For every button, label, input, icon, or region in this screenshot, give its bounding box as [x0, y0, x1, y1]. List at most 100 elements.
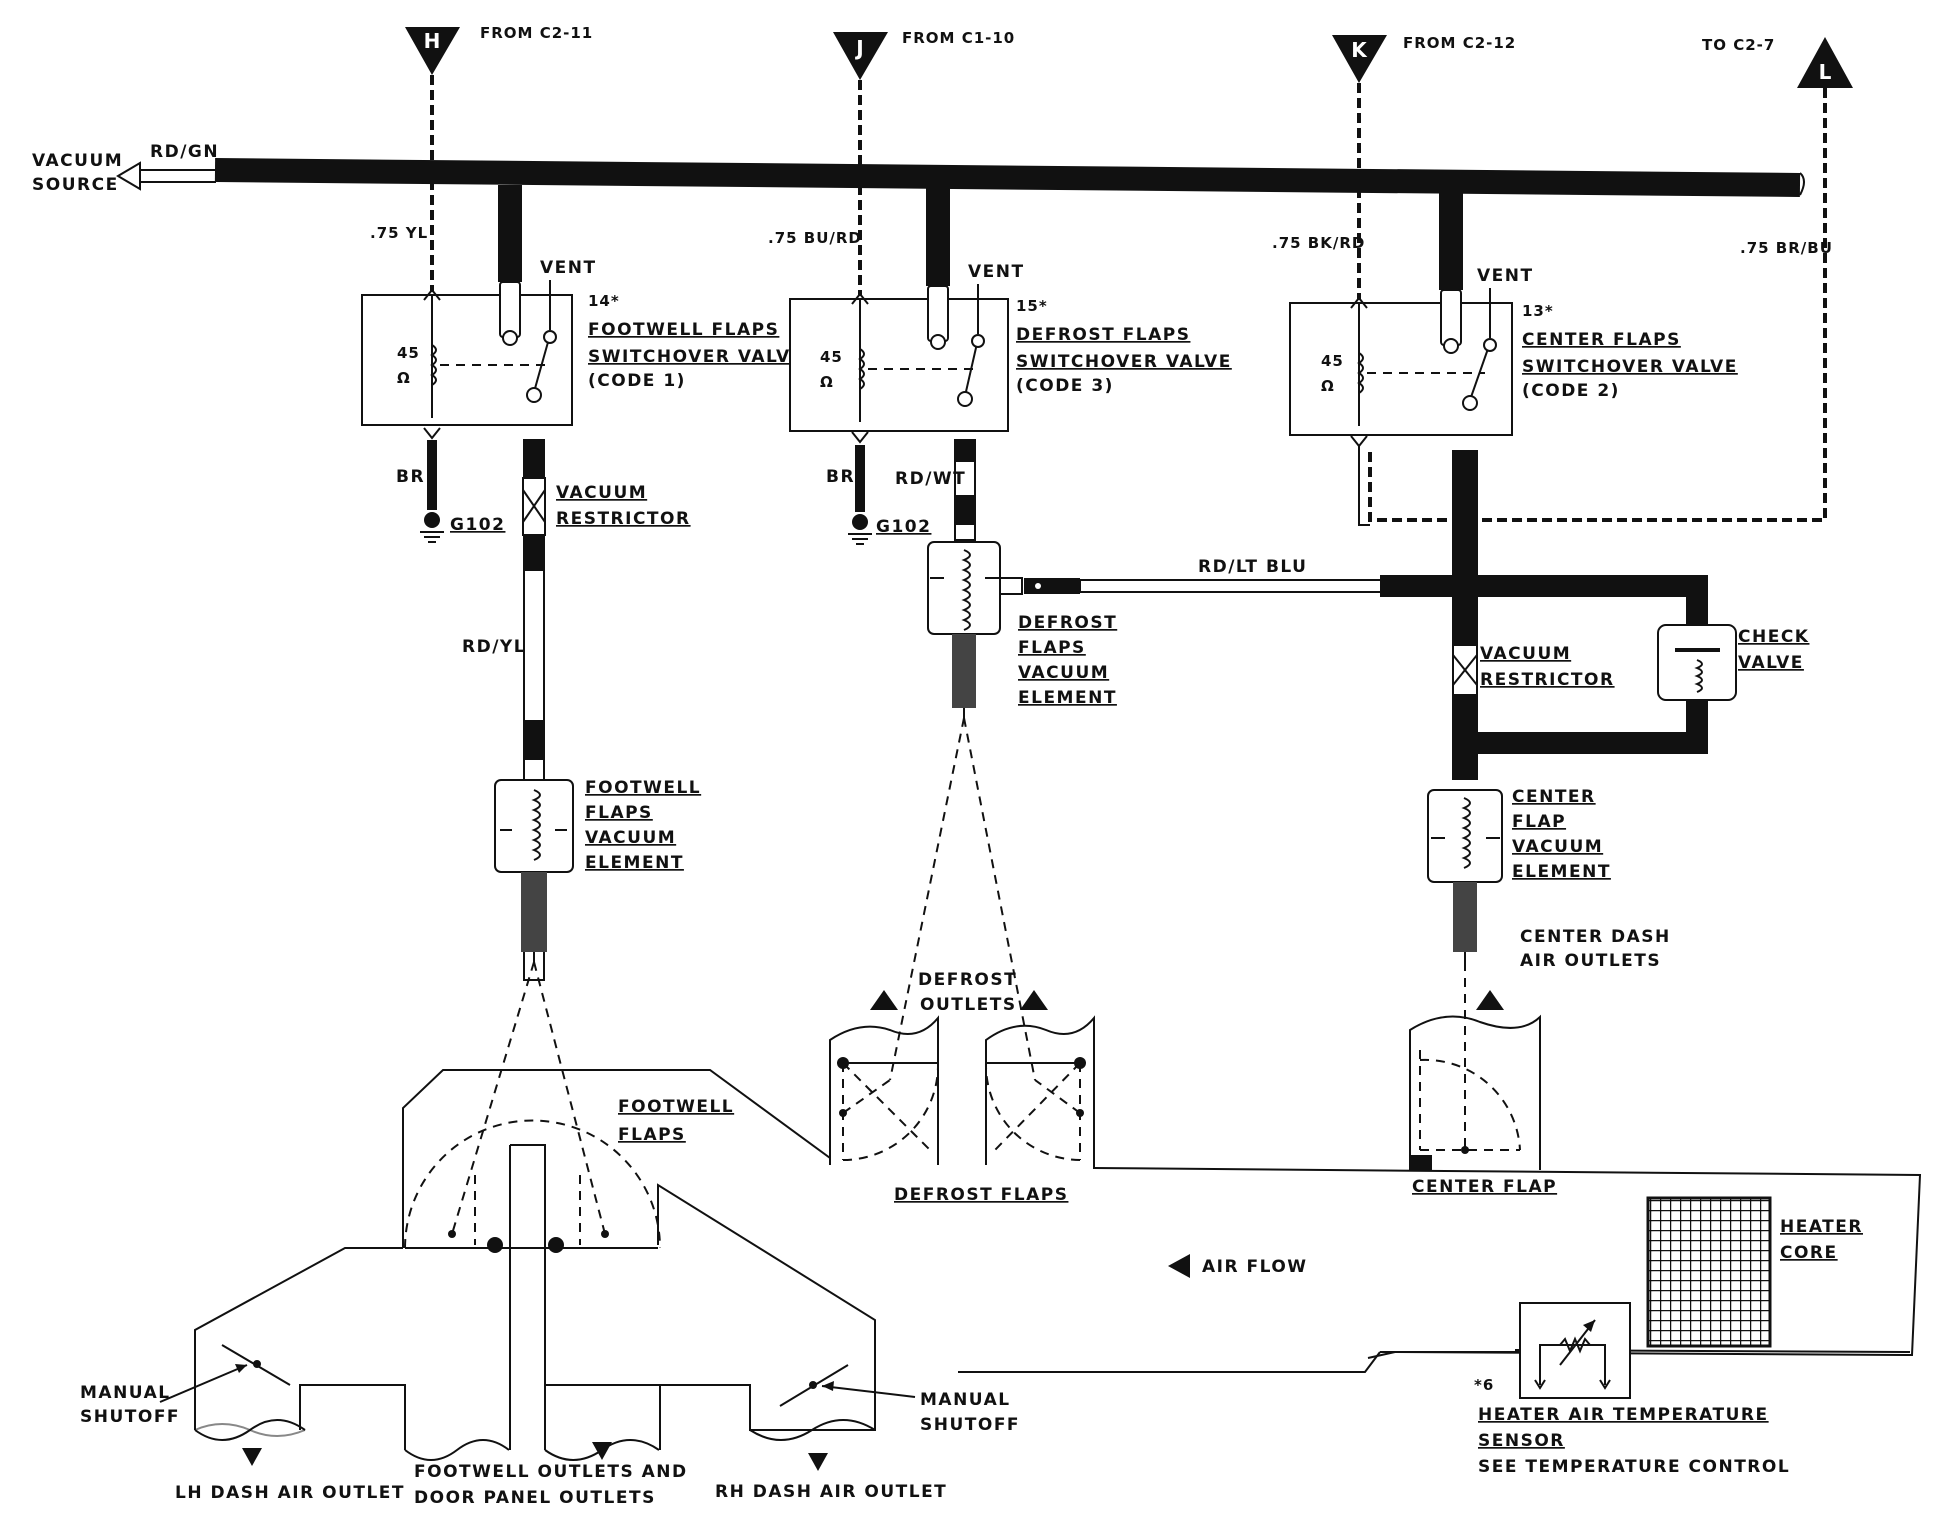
connector-j: J FROM C1-10 — [833, 29, 1015, 80]
connector-h-letter: H — [424, 29, 441, 53]
center-outlet — [1409, 962, 1541, 1170]
connector-k-letter: K — [1351, 38, 1368, 62]
center-valve-name-1: CENTER FLAPS — [1522, 330, 1681, 350]
footwell-valve-ohm-value: 45 — [397, 344, 420, 362]
center-valve-number: 13* — [1522, 302, 1554, 320]
check-valve-label-1: CHECK — [1738, 627, 1809, 647]
manual-shutoff-right-label-1: MANUAL — [920, 1390, 1011, 1410]
connector-j-from: FROM C1-10 — [902, 29, 1015, 47]
connector-l-letter: L — [1819, 60, 1832, 84]
footwell-valve-vent: VENT — [540, 258, 597, 278]
footwell-valve-ohm-symbol: Ω — [397, 369, 411, 387]
footwell-restrictor-label-2: RESTRICTOR — [556, 509, 691, 529]
connector-l: L TO C2-7 — [1702, 36, 1853, 88]
center-element-label-2: FLAP — [1512, 812, 1566, 832]
defrost-hose-label: RD/WT — [895, 469, 966, 489]
check-valve-label-2: VALVE — [1738, 653, 1804, 673]
footwell-ground-wire: BR — [396, 467, 425, 487]
footwell-element-label-4: ELEMENT — [585, 853, 684, 873]
defrost-vacuum-element — [927, 541, 1001, 718]
rh-dash-outlet-label: RH DASH AIR OUTLET — [715, 1482, 947, 1502]
footwell-valve-name-1: FOOTWELL FLAPS — [588, 320, 779, 340]
center-valve-ohm-symbol: Ω — [1321, 377, 1335, 395]
vacuum-source-label-1: VACUUM — [32, 151, 123, 171]
defrost-element-label-2: FLAPS — [1018, 638, 1086, 658]
center-valve-name-2: SWITCHOVER VALVE — [1522, 357, 1738, 377]
lh-dash-outlet-label: LH DASH AIR OUTLET — [175, 1483, 405, 1503]
defrost-valve-name-2: SWITCHOVER VALVE — [1016, 352, 1232, 372]
air-flow-arrow-icon — [1168, 1254, 1190, 1278]
wire-l — [1368, 88, 1827, 522]
defrost-ground-label: G102 — [876, 517, 931, 537]
footwell-restrictor-label-1: VACUUM — [556, 483, 647, 503]
connector-h: H FROM C2-11 — [405, 24, 593, 75]
footwell-element-label-1: FOOTWELL — [585, 778, 701, 798]
rd-lt-blu-hose-label: RD/LT BLU — [1198, 557, 1307, 577]
defrost-flaps-label: DEFROST FLAPS — [894, 1185, 1068, 1205]
center-vacuum-pipework — [1380, 450, 1708, 780]
center-valve-ohm-value: 45 — [1321, 352, 1344, 370]
defrost-valve-vent: VENT — [968, 262, 1025, 282]
defrost-valve-name-1: DEFROST FLAPS — [1016, 325, 1190, 345]
footwell-hose-label: RD/YL — [462, 637, 526, 657]
manual-shutoff-right-label-2: SHUTOFF — [920, 1415, 1020, 1435]
footwell-flaps-label-1: FOOTWELL — [618, 1097, 734, 1117]
connector-j-letter: J — [854, 36, 863, 60]
footwell-ground-label: G102 — [450, 515, 505, 535]
vacuum-main-line — [116, 158, 1805, 197]
defrost-outlets-label-2: OUTLETS — [920, 995, 1017, 1015]
sensor-label-1: HEATER AIR TEMPERATURE — [1478, 1405, 1769, 1425]
center-valve-vent: VENT — [1477, 266, 1534, 286]
footwell-switchover-valve — [361, 185, 573, 440]
center-restrictor-label-2: RESTRICTOR — [1480, 670, 1615, 690]
center-restrictor-label-1: VACUUM — [1480, 644, 1571, 664]
defrost-outlets — [829, 717, 1095, 1168]
vacuum-source-label-2: SOURCE — [32, 175, 119, 195]
connector-h-from: FROM C2-11 — [480, 24, 593, 42]
heater-core — [1646, 1196, 1772, 1348]
connector-k: K FROM C2-12 — [1332, 34, 1516, 83]
defrost-valve-code: (CODE 3) — [1016, 376, 1114, 396]
center-element-label-4: ELEMENT — [1512, 862, 1611, 882]
connector-k-from: FROM C2-12 — [1403, 34, 1516, 52]
air-flow-label: AIR FLOW — [1202, 1257, 1308, 1277]
defrost-ground — [848, 445, 872, 545]
rh-outlet-arrow-icon — [808, 1453, 828, 1471]
sensor-number: *6 — [1474, 1376, 1494, 1394]
center-valve-code: (CODE 2) — [1522, 381, 1620, 401]
defrost-outlets-label-1: DEFROST — [918, 970, 1017, 990]
vacuum-source-wire: RD/GN — [150, 142, 219, 162]
defrost-switchover-valve — [789, 188, 1009, 444]
footwell-outlets-label-1: FOOTWELL OUTLETS AND — [414, 1462, 688, 1482]
lh-outlet-arrow-icon — [242, 1448, 262, 1466]
manual-shutoff-left-label-2: SHUTOFF — [80, 1407, 180, 1427]
check-valve — [1657, 624, 1737, 701]
defrost-hose — [954, 439, 976, 541]
footwell-valve-code: (CODE 1) — [588, 371, 686, 391]
footwell-element-label-3: VACUUM — [585, 828, 676, 848]
footwell-outlet-arrow-icon — [592, 1442, 612, 1460]
center-valve-wire: .75 BK/RD — [1272, 234, 1365, 252]
heater-air-temperature-sensor — [1519, 1302, 1631, 1399]
footwell-ground — [420, 440, 444, 543]
connector-l-to: TO C2-7 — [1702, 36, 1775, 54]
center-outlets-label-1: CENTER DASH — [1520, 927, 1671, 947]
defrost-element-label-3: VACUUM — [1018, 663, 1109, 683]
defrost-element-label-4: ELEMENT — [1018, 688, 1117, 708]
air-duct-housing — [159, 961, 1922, 1461]
defrost-valve-ohm-symbol: Ω — [820, 373, 834, 391]
defrost-valve-ohm-value: 45 — [820, 348, 843, 366]
center-element-label-1: CENTER — [1512, 787, 1596, 807]
center-outlets-label-2: AIR OUTLETS — [1520, 951, 1661, 971]
rd-lt-blu-hose — [999, 577, 1396, 595]
wire-l-label: .75 BR/BU — [1740, 239, 1833, 257]
center-element-label-3: VACUUM — [1512, 837, 1603, 857]
center-flap-label: CENTER FLAP — [1412, 1177, 1557, 1197]
sensor-label-2: SENSOR — [1478, 1431, 1565, 1451]
center-switchover-valve — [1289, 192, 1513, 450]
sensor-label-3: SEE TEMPERATURE CONTROL — [1478, 1457, 1790, 1477]
defrost-valve-number: 15* — [1016, 297, 1048, 315]
center-valve-return-wire — [1358, 450, 1370, 526]
footwell-valve-wire: .75 YL — [370, 224, 428, 242]
